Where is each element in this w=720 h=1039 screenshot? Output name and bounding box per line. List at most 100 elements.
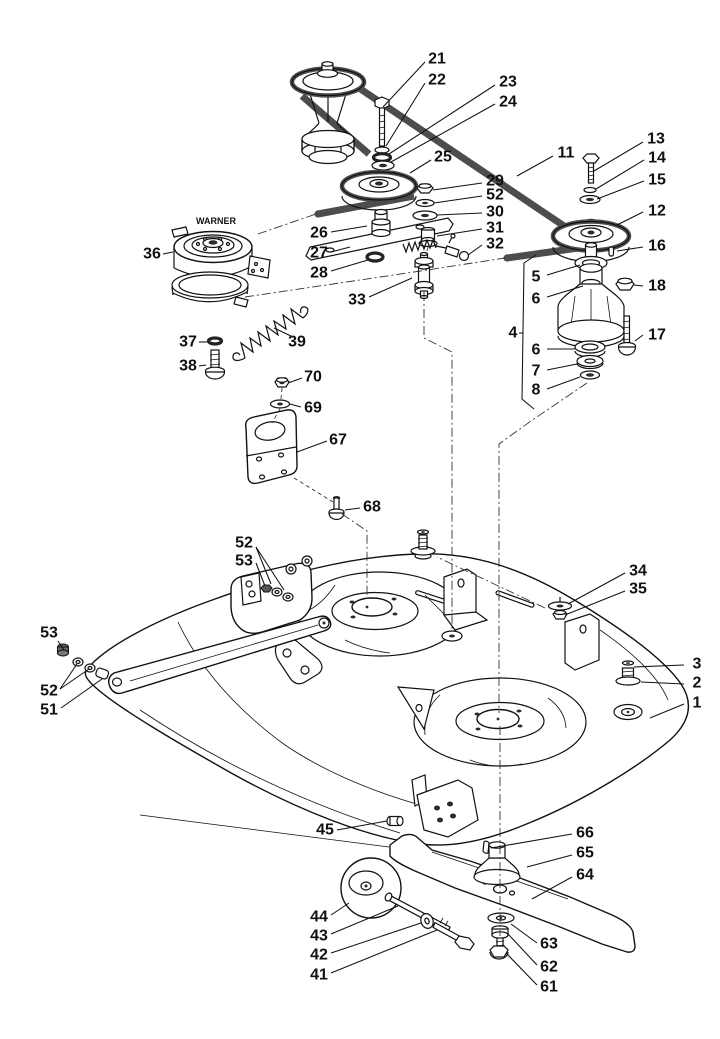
callout-label-52-42: 52: [40, 683, 58, 700]
callout-label-3-2: 3: [693, 656, 702, 673]
callout-label-42-37: 42: [310, 947, 328, 964]
leader-line-42-37: [330, 922, 422, 954]
leader-line-28-24: [330, 259, 369, 272]
callout-label-31-27: 31: [486, 220, 504, 237]
spindle-pulley-group: [550, 153, 632, 263]
callout-label-64-50: 64: [576, 867, 594, 884]
leader-line-27-23: [330, 246, 351, 253]
leader-line-23-19: [388, 84, 496, 155]
leader-line-24-20: [390, 103, 496, 163]
leader-line-45-40: [336, 820, 388, 831]
leader-line-52-43: [255, 546, 272, 585]
callout-label-37-33: 37: [179, 334, 197, 351]
leader-line-51-41: [60, 678, 103, 709]
callout-label-26-22: 26: [310, 225, 328, 242]
callout-label-29-25: 29: [486, 173, 504, 190]
leader-line-62-48: [507, 933, 538, 966]
callout-label-22-18: 22: [428, 72, 446, 89]
callout-label-17-15: 17: [648, 327, 666, 344]
leader-line-4-3: [521, 254, 537, 410]
leader-line-52-42: [59, 663, 78, 690]
leader-line-52-43: [255, 546, 285, 591]
callout-label-52-43: 52: [235, 535, 253, 552]
callout-label-21-17: 21: [428, 51, 446, 68]
callout-label-6-6: 6: [532, 342, 541, 359]
callout-label-51-41: 51: [40, 702, 58, 719]
callout-label-2-1: 2: [693, 675, 702, 692]
callout-label-61-47: 61: [540, 979, 558, 996]
leader-line-25-21: [409, 159, 432, 174]
leader-line-8-8: [546, 376, 581, 390]
leader-line-52-42: [59, 668, 90, 690]
callout-label-23-19: 23: [499, 74, 517, 91]
callout-label-69-55: 69: [304, 400, 322, 417]
callout-label-36-32: 36: [143, 246, 161, 263]
leader-line-36-32: [162, 251, 174, 255]
leader-line-69-55: [289, 403, 302, 408]
leader-line-33-29: [368, 277, 413, 298]
callout-label-27-23: 27: [310, 245, 328, 262]
leader-line-21-17: [382, 61, 426, 108]
brake-plate-group: [305, 183, 470, 300]
clutch-brand-label: WARNER: [196, 216, 236, 226]
callout-label-38-34: 38: [179, 358, 197, 375]
callout-label-62-48: 62: [540, 959, 558, 976]
electromagnetic-clutch: [171, 226, 309, 380]
callout-label-43-38: 43: [310, 928, 328, 945]
leader-line-2-1: [640, 681, 685, 685]
leader-line-18-16: [633, 284, 644, 287]
leader-line-43-38: [330, 905, 399, 935]
callout-label-68-54: 68: [363, 499, 381, 516]
leader-line-29-25: [432, 182, 483, 191]
idler-pulley: [339, 169, 419, 211]
blade-spindle-assembly: [557, 242, 637, 380]
height-bracket-group: [244, 377, 345, 521]
callout-label-4-3: 4: [509, 325, 518, 342]
leader-line-31-27: [436, 228, 483, 237]
leader-line-64-50: [531, 876, 573, 900]
leader-line-53-46: [255, 562, 266, 587]
blade-group: [139, 814, 636, 960]
leader-line-5-4: [546, 264, 581, 276]
leader-line-26-22: [330, 225, 368, 233]
callout-label-5-4: 5: [532, 269, 541, 286]
leader-line-52-44: [433, 195, 483, 204]
cutting-deck: [57, 529, 689, 846]
leader-line-7-7: [546, 363, 578, 371]
callout-label-66-52: 66: [576, 825, 594, 842]
callout-label-11-9: 11: [558, 145, 575, 162]
callout-label-45-40: 45: [316, 822, 334, 839]
leader-line-16-14: [616, 246, 644, 252]
leader-line-6-5: [546, 285, 584, 298]
leader-line-53-45: [57, 640, 65, 651]
leader-line-65-51: [526, 854, 573, 868]
callout-label-13-11: 13: [647, 131, 665, 148]
callout-label-8-8: 8: [532, 382, 541, 399]
callout-label-44-39: 44: [310, 909, 328, 926]
leader-line-38-34: [198, 364, 207, 367]
leader-line-63-49: [510, 923, 538, 944]
leader-line-15-13: [596, 180, 645, 200]
callout-label-33-29: 33: [348, 292, 366, 309]
leader-line-61-47: [505, 952, 538, 986]
callout-label-25-21: 25: [434, 149, 452, 166]
callout-label-18-16: 18: [648, 278, 666, 295]
leader-line-44-39: [330, 902, 350, 916]
leader-line-30-26: [436, 212, 483, 216]
callout-label-39-35: 39: [288, 334, 306, 351]
callout-label-12-10: 12: [648, 203, 666, 220]
leader-line-1-0: [649, 703, 685, 719]
leader-line-70-56: [287, 377, 303, 384]
leader-line-66-52: [490, 833, 573, 849]
leader-line-11-9: [516, 155, 554, 177]
idler-bolt-washers: [371, 96, 395, 171]
callout-label-32-28: 32: [486, 236, 504, 253]
callout-label-65-51: 65: [576, 845, 594, 862]
callout-label-35-31: 35: [629, 581, 647, 598]
callout-label-67-53: 67: [329, 432, 347, 449]
callout-label-30-26: 30: [486, 204, 504, 221]
callout-label-52-44: 52: [486, 187, 504, 204]
callout-label-53-46: 53: [235, 553, 253, 570]
